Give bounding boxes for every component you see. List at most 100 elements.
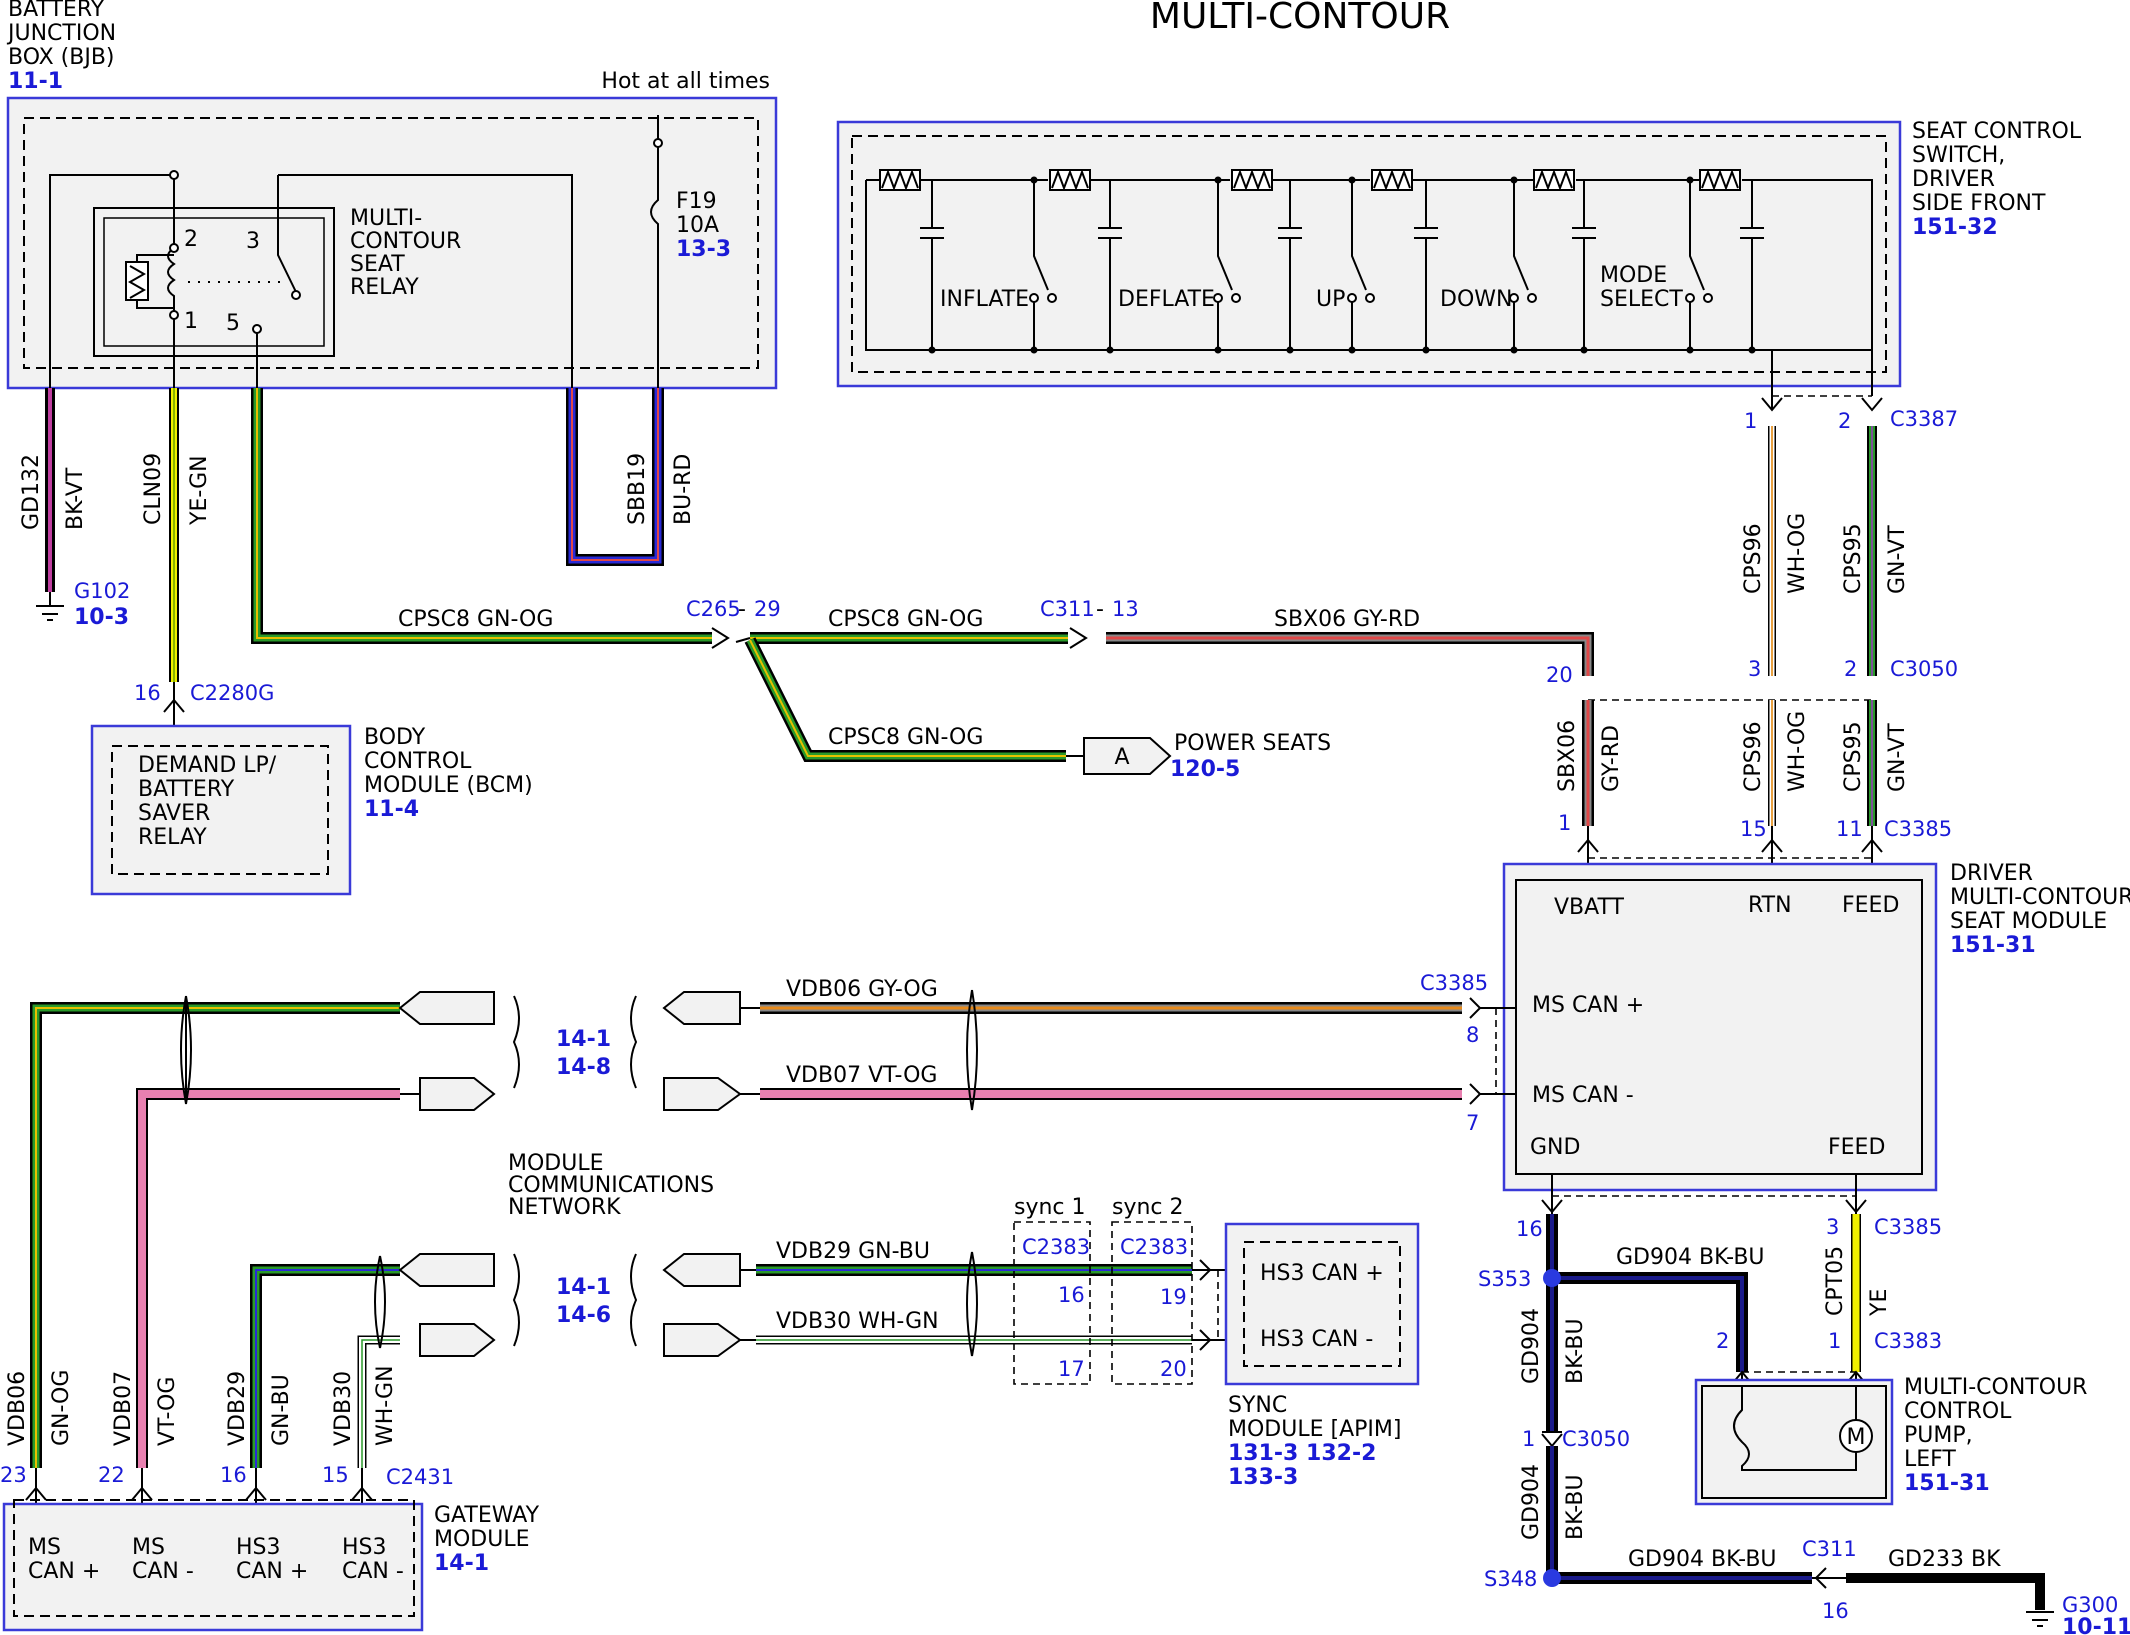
svg-text:CONTROL: CONTROL xyxy=(364,749,472,774)
svg-text:BK-BU: BK-BU xyxy=(1563,1318,1588,1384)
vdb29-left-connector xyxy=(398,1253,495,1287)
svg-text:14-1: 14-1 xyxy=(556,1027,611,1052)
vdb30-left-connector xyxy=(419,1323,496,1357)
svg-text:14-1: 14-1 xyxy=(434,1551,489,1576)
fuse-label: F19 xyxy=(676,189,717,214)
svg-text:C2431: C2431 xyxy=(386,1465,454,1489)
svg-text:BU-RD: BU-RD xyxy=(671,454,696,525)
gateway-module: MS CAN + MS CAN - HS3 CAN + HS3 CAN - GA… xyxy=(2,1499,540,1632)
switch-down: DOWN xyxy=(1440,287,1512,312)
svg-text:C311: C311 xyxy=(1802,1537,1857,1561)
svg-text:VDB29 GN-BU: VDB29 GN-BU xyxy=(776,1239,930,1264)
splice-s348 xyxy=(1543,1569,1561,1587)
switch-inflate: INFLATE xyxy=(940,287,1029,312)
svg-text:CPS95: CPS95 xyxy=(1841,721,1866,792)
svg-text:C3050: C3050 xyxy=(1562,1427,1630,1451)
svg-text:1: 1 xyxy=(184,309,198,334)
vdb06-left-connector xyxy=(398,991,495,1025)
svg-text:MULTI-: MULTI- xyxy=(350,206,422,231)
svg-text:C2383: C2383 xyxy=(1120,1235,1188,1259)
svg-text:NETWORK: NETWORK xyxy=(508,1195,621,1220)
svg-text:17: 17 xyxy=(1058,1357,1085,1381)
svg-text:MULTI-CONTOUR: MULTI-CONTOUR xyxy=(1904,1375,2087,1400)
svg-text:SBB19: SBB19 xyxy=(625,453,650,525)
svg-text:RTN: RTN xyxy=(1748,893,1792,918)
svg-text:CLN09: CLN09 xyxy=(141,453,166,525)
svg-text:GD904 BK-BU: GD904 BK-BU xyxy=(1628,1547,1777,1572)
svg-text:WH-GN: WH-GN xyxy=(373,1365,398,1446)
svg-text:sync 2: sync 2 xyxy=(1112,1195,1184,1220)
svg-text:C265: C265 xyxy=(686,597,741,621)
svg-text:C3383: C3383 xyxy=(1874,1329,1942,1353)
svg-text:CPT05: CPT05 xyxy=(1823,1246,1848,1316)
vdb30-right-connector xyxy=(663,1323,742,1357)
svg-text:A: A xyxy=(1114,745,1129,770)
svg-text:2: 2 xyxy=(1716,1329,1729,1353)
svg-text:1: 1 xyxy=(1744,409,1757,433)
svg-text:C3387: C3387 xyxy=(1890,407,1958,431)
gateway-wire-labels: VDB06 GN-OG VDB07 VT-OG VDB29 GN-BU VDB3… xyxy=(0,1365,454,1518)
svg-text:MODULE [APIM]: MODULE [APIM] xyxy=(1228,1417,1401,1442)
svg-text:DRIVER: DRIVER xyxy=(1950,861,2033,886)
svg-text:22: 22 xyxy=(98,1463,125,1487)
svg-text:RELAY: RELAY xyxy=(138,825,207,850)
svg-text:VDB07: VDB07 xyxy=(111,1371,136,1446)
seat-switch-wires: 1 2 C3387 CPS96 WH-OG CPS95 GN-VT 3 2 C3… xyxy=(1555,395,1958,868)
mcn-label: MODULE COMMUNICATIONS NETWORK xyxy=(508,1151,714,1220)
svg-text:16: 16 xyxy=(1822,1599,1849,1623)
svg-text:VDB29: VDB29 xyxy=(225,1371,250,1446)
svg-text:CAN -: CAN - xyxy=(342,1559,404,1584)
svg-text:GD233 BK: GD233 BK xyxy=(1888,1547,2001,1572)
svg-text:19: 19 xyxy=(1160,1285,1187,1309)
bjb-label-1: BATTERY xyxy=(8,0,105,22)
svg-text:C3385: C3385 xyxy=(1884,817,1952,841)
svg-text:S353: S353 xyxy=(1478,1267,1531,1291)
svg-text:YE: YE xyxy=(1867,1289,1892,1317)
svg-text:5: 5 xyxy=(226,311,240,336)
svg-text:7: 7 xyxy=(1466,1111,1479,1135)
svg-text:2: 2 xyxy=(1838,409,1851,433)
svg-text:VDB30: VDB30 xyxy=(331,1371,356,1446)
svg-text:BK-VT: BK-VT xyxy=(63,467,88,530)
svg-text:CPS96: CPS96 xyxy=(1741,721,1766,792)
svg-text:SIDE FRONT: SIDE FRONT xyxy=(1912,191,2046,216)
svg-text:CPS96: CPS96 xyxy=(1741,523,1766,594)
svg-text:11: 11 xyxy=(1836,817,1863,841)
svg-text:VBATT: VBATT xyxy=(1554,895,1625,920)
svg-text:-: - xyxy=(738,597,746,622)
svg-text:2: 2 xyxy=(1844,657,1857,681)
svg-text:1: 1 xyxy=(1522,1427,1535,1451)
svg-text:GD132: GD132 xyxy=(19,454,44,530)
svg-text:SEAT MODULE: SEAT MODULE xyxy=(1950,909,2107,934)
svg-text:GD904 BK-BU: GD904 BK-BU xyxy=(1616,1245,1765,1270)
svg-text:SBX06: SBX06 xyxy=(1555,720,1580,792)
svg-text:MODULE (BCM): MODULE (BCM) xyxy=(364,773,533,798)
svg-text:29: 29 xyxy=(754,597,781,621)
svg-text:SBX06 GY-RD: SBX06 GY-RD xyxy=(1274,607,1420,632)
svg-text:DRIVER: DRIVER xyxy=(1912,167,1995,192)
svg-text:1: 1 xyxy=(1558,811,1571,835)
svg-text:CONTOUR: CONTOUR xyxy=(350,229,461,254)
svg-text:LEFT: LEFT xyxy=(1904,1447,1956,1472)
svg-text:GN-VT: GN-VT xyxy=(1885,525,1910,594)
svg-text:20: 20 xyxy=(1546,663,1573,687)
svg-text:WH-OG: WH-OG xyxy=(1785,711,1810,792)
svg-text:HS3 CAN +: HS3 CAN + xyxy=(1260,1261,1384,1286)
svg-text:GY-RD: GY-RD xyxy=(1599,725,1624,792)
svg-text:VDB06 GY-OG: VDB06 GY-OG xyxy=(786,977,938,1002)
bjb-inner xyxy=(23,117,759,369)
svg-text:BATTERY: BATTERY xyxy=(138,777,235,802)
svg-text:151-31: 151-31 xyxy=(1950,933,2036,958)
svg-text:CAN -: CAN - xyxy=(132,1559,194,1584)
svg-text:G300: G300 xyxy=(2062,1593,2118,1617)
svg-text:15: 15 xyxy=(322,1463,349,1487)
ms-can-wires: 14-1 14-8 VDB06 GY-OG VDB07 VT-OG C3385 … xyxy=(30,971,1516,1468)
vdb06-right-connector xyxy=(662,991,741,1025)
svg-text:MULTI-CONTOUR: MULTI-CONTOUR xyxy=(1950,885,2130,910)
svg-text:-: - xyxy=(1096,597,1104,622)
svg-text:CPS95: CPS95 xyxy=(1841,523,1866,594)
svg-text:10-11: 10-11 xyxy=(2062,1615,2130,1635)
power-seats-connector xyxy=(1083,737,1172,775)
svg-text:GD904: GD904 xyxy=(1519,1308,1544,1384)
svg-text:13: 13 xyxy=(1112,597,1139,621)
